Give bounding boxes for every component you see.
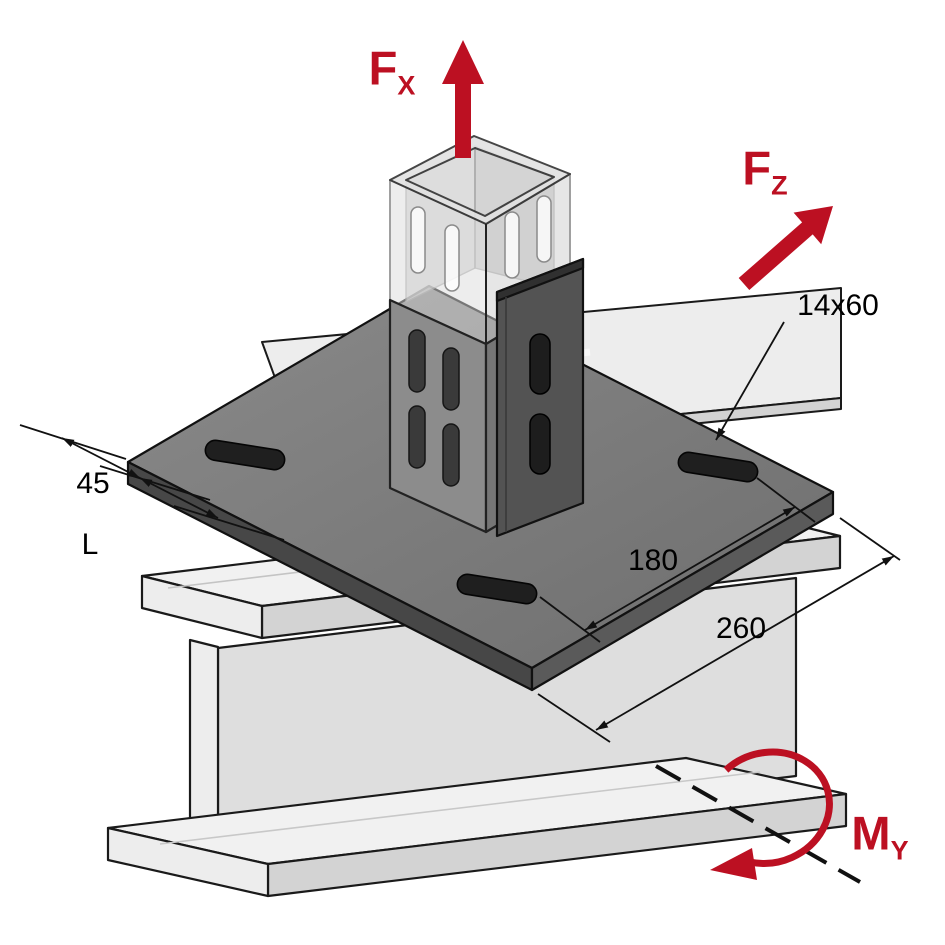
moment-y-label: MY [851, 809, 908, 864]
length-var-label: L [81, 528, 99, 561]
plate-slot [456, 573, 538, 605]
dim-line-260 [595, 555, 895, 731]
ext-line [839, 517, 901, 561]
ext-line [537, 693, 611, 743]
plate-width-label: 260 [715, 612, 767, 645]
force-x-label: FX [369, 44, 416, 99]
force-z-symbol: F [742, 141, 772, 195]
ext-line [539, 596, 601, 643]
plate-slots [204, 439, 759, 605]
leader-14x60 [715, 321, 785, 441]
dimensions [19, 321, 901, 743]
dim-line-45 [61, 437, 141, 479]
slot-size-label: 14x60 [797, 289, 879, 322]
moment-arc-arrow [710, 748, 833, 880]
strut-channel [495, 257, 585, 538]
force-z-label: FZ [742, 144, 787, 199]
moment-axis-dashed-line [655, 764, 861, 884]
moment-y-symbol: M [851, 806, 891, 860]
column-slots [408, 329, 460, 487]
slot-spacing-label: 180 [627, 544, 679, 577]
plate-slot [677, 451, 759, 483]
ext-line [19, 424, 127, 460]
ext-line [756, 477, 816, 523]
plate-slot [204, 439, 286, 471]
force-x-subscript: X [397, 70, 416, 101]
moment-y-subscript: Y [890, 835, 909, 866]
column-ghost-slots [410, 195, 552, 292]
force-x-arrow [442, 40, 484, 158]
edge-distance-label: 45 [76, 467, 110, 500]
force-z-subscript: Z [771, 170, 788, 201]
force-x-symbol: F [368, 41, 398, 95]
channel-slots [529, 333, 551, 475]
force-z-arrow [738, 206, 833, 290]
dim-line-L [139, 477, 219, 519]
